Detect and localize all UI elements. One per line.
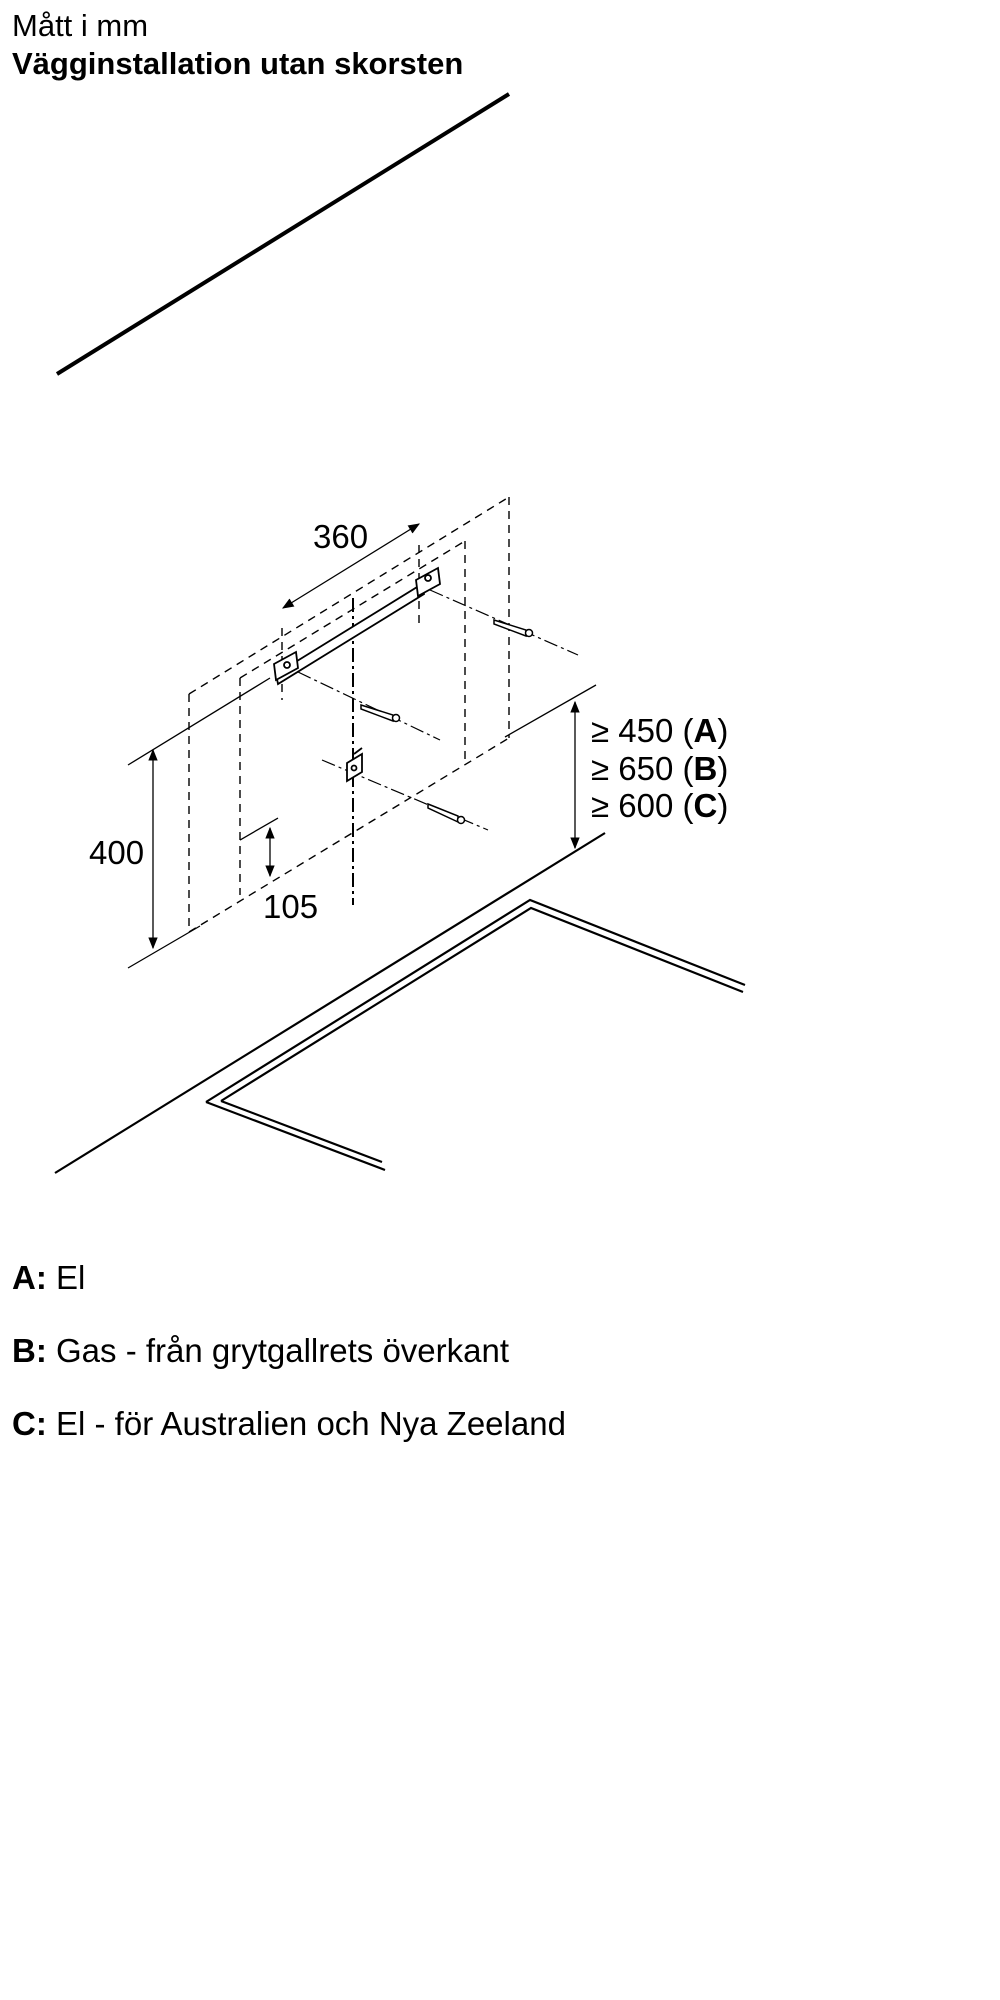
mounting-rail [273,566,441,686]
hood-outline-back [188,496,510,933]
installation-diagram: 360 400 105 ≥ 450 (A) ≥ 650 (B) ≥ 600 (C… [54,92,746,1174]
legend-item-b: B: Gas - från grytgallrets överkant [12,1331,509,1371]
lower-bracket [346,747,363,783]
legend-text: El [56,1259,86,1296]
units-note: Mått i mm [12,8,149,43]
legend-key: C: [12,1405,47,1442]
clearance-labels: ≥ 450 (A) ≥ 650 (B) ≥ 600 (C) [591,712,728,824]
screw-icon [493,618,534,638]
dimension-clearance [504,684,597,850]
legend-item-a: A: El [12,1258,85,1298]
legend-key: A: [12,1259,47,1296]
legend-text: Gas - från grytgallrets överkant [56,1332,510,1369]
screw-icon [427,802,466,825]
page-title: Vägginstallation utan skorsten [12,46,464,81]
dimension-105 [239,817,279,878]
clearance-label-c: ≥ 600 (C) [591,787,728,824]
screw-icon [360,703,401,723]
legend-item-c: C: El - för Australien och Nya Zeeland [12,1404,566,1444]
drill-axis-lines [297,589,579,831]
legend-text: El - för Australien och Nya Zeeland [56,1405,566,1442]
dimension-400 [127,677,271,969]
clearance-label-a: ≥ 450 (A) [591,712,728,749]
wall-top-edge [55,92,511,376]
dimension-label-105: 105 [263,888,318,925]
dimension-label-360: 360 [313,518,368,555]
legend-key: B: [12,1332,47,1369]
cooktop [54,832,746,1174]
clearance-label-b: ≥ 650 (B) [591,750,728,787]
dimension-label-400: 400 [89,834,144,871]
dimension-360 [282,523,420,609]
